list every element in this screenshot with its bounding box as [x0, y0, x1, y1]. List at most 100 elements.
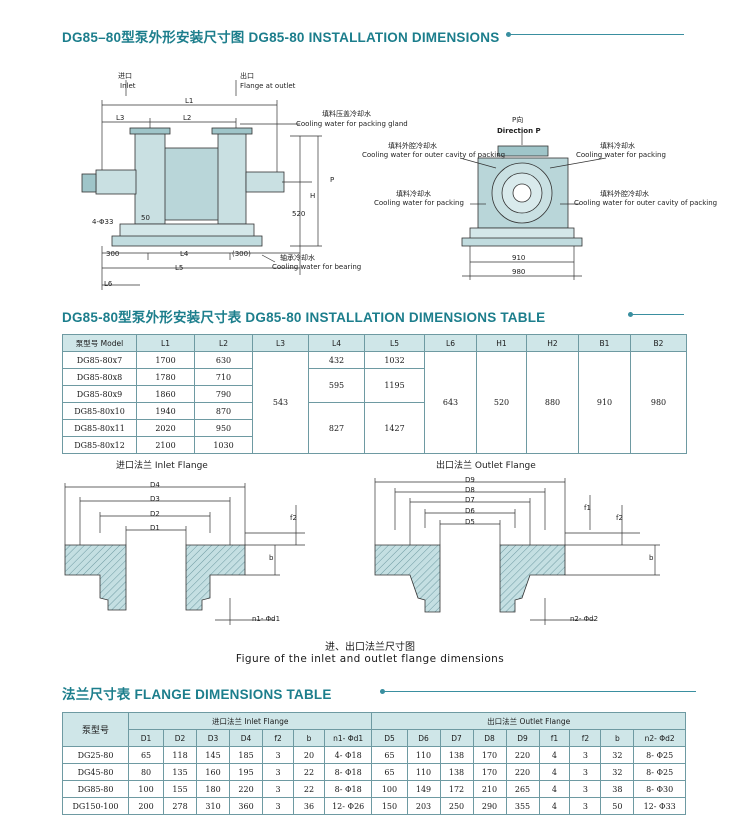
- cell-value: 110: [406, 763, 441, 781]
- col-L4: L4: [308, 334, 365, 352]
- table-row: DG85-80x8 1780 710 595 1195: [62, 368, 687, 403]
- flange-b-inlet: b: [269, 554, 274, 562]
- cell-model: DG45-80: [62, 763, 129, 781]
- section-rule-3: [380, 689, 696, 694]
- cell-value: 4: [538, 746, 571, 764]
- cell-value: 8- Φ25: [633, 746, 686, 764]
- col-H1: H1: [476, 334, 527, 352]
- cell-value: 4: [538, 797, 571, 815]
- cell-value: 200: [127, 797, 165, 815]
- cell-value: 3: [569, 763, 602, 781]
- flange-col-3: D4: [229, 729, 264, 747]
- cell-model: DG85-80x12: [62, 436, 137, 454]
- section-rule-2: [628, 312, 684, 317]
- cell-L3: 543: [252, 351, 309, 454]
- col-L5: L5: [364, 334, 425, 352]
- cell-value: 138: [439, 763, 474, 781]
- cell-value: 355: [505, 797, 540, 815]
- flange-col-1: D2: [163, 729, 198, 747]
- dim-300b: (300): [232, 250, 251, 258]
- cell-value: 65: [371, 763, 408, 781]
- col-L6: L6: [424, 334, 477, 352]
- dim-holes: 4-Φ33: [92, 218, 114, 226]
- cell-model: DG85-80x7: [62, 351, 137, 369]
- flange-col-4: f2: [262, 729, 294, 747]
- col-pump-model: 泵型号: [62, 712, 129, 747]
- cell-model: DG85-80: [62, 780, 129, 798]
- flange-holes-inlet: n1- Φd1: [252, 615, 281, 623]
- cell-value: 3: [262, 797, 294, 815]
- table-row: DG85-80x7 1700 630 543 432 1032 643 520 …: [62, 351, 687, 454]
- cell-B2: 980: [630, 351, 687, 454]
- table-row: DG85-80x9 1860 790: [62, 385, 687, 403]
- flange-D9: D9: [465, 476, 475, 484]
- cell-L5: 1195: [364, 368, 425, 403]
- inlet-nozzle: [134, 131, 166, 225]
- flange-D3: D3: [150, 495, 160, 503]
- cell-value: 38: [600, 780, 635, 798]
- pump-end-view-drawing: [459, 130, 607, 280]
- cell-L2: 1030: [194, 436, 253, 454]
- dim-910: 910: [512, 254, 526, 262]
- cell-value: 22: [293, 763, 325, 781]
- inlet-flange-section-right: [185, 544, 246, 611]
- dim-P: P: [330, 176, 335, 184]
- flange-drawings: [64, 478, 660, 625]
- cell-value: 135: [163, 763, 198, 781]
- packing-gland-en: Cooling water for packing gland: [296, 120, 408, 128]
- cell-value: 100: [127, 780, 165, 798]
- direction-cn: P向: [512, 116, 524, 124]
- cell-value: 4: [538, 763, 571, 781]
- cell-L1: 2020: [136, 419, 195, 437]
- cell-value: 170: [472, 763, 507, 781]
- cell-value: 32: [600, 763, 635, 781]
- flange-col-12: f1: [538, 729, 571, 747]
- cell-value: 360: [229, 797, 264, 815]
- cell-model: DG85-80x11: [62, 419, 137, 437]
- cell-value: 180: [196, 780, 231, 798]
- cell-value: 170: [472, 746, 507, 764]
- cell-value: 3: [262, 746, 294, 764]
- cell-L1: 1700: [136, 351, 195, 369]
- end-top-flange: [497, 145, 549, 157]
- cell-value: 3: [262, 763, 294, 781]
- flange-f1-outlet: f1: [584, 504, 591, 512]
- outlet-flange-section-right: [499, 544, 566, 613]
- cell-value: 8- Φ25: [633, 763, 686, 781]
- inlet-label-en: Inlet: [120, 82, 136, 90]
- flange-b-outlet: b: [649, 554, 654, 562]
- col-model: 泵型号 Model: [62, 334, 137, 352]
- inlet-label-cn: 进口: [118, 72, 132, 80]
- cell-value: 220: [505, 763, 540, 781]
- cell-value: 172: [439, 780, 474, 798]
- cell-value: 3: [569, 797, 602, 815]
- cell-value: 220: [229, 780, 264, 798]
- bearing-en: Cooling water for bearing: [272, 263, 362, 271]
- bearing-cn: 轴承冷却水: [280, 254, 315, 262]
- cell-value: 80: [127, 763, 165, 781]
- flange-col-2: D3: [196, 729, 231, 747]
- install-header-row: 泵型号 Model L1 L2 L3 L4 L5 L6 H1 H2 B1 B2: [62, 334, 687, 352]
- pump-side-view-drawing: [81, 80, 322, 290]
- cell-value: 203: [406, 797, 441, 815]
- cell-value: 210: [472, 780, 507, 798]
- flange-caption-cn: 进、出口法兰尺寸图: [325, 642, 415, 653]
- cell-L2: 870: [194, 402, 253, 420]
- flange-dimensions-table: 泵型号 进口法兰 Inlet Flange 出口法兰 Outlet Flange…: [62, 712, 686, 815]
- flange-col-11: D9: [505, 729, 540, 747]
- col-L1: L1: [136, 334, 195, 352]
- cell-value: 3: [569, 746, 602, 764]
- packing-left-en: Cooling water for packing: [374, 199, 464, 207]
- packing-right-cn: 填料冷却水: [600, 142, 635, 150]
- cell-model: DG85-80x8: [62, 368, 137, 386]
- cell-L2: 710: [194, 368, 253, 386]
- flange-D6: D6: [465, 507, 475, 515]
- cell-value: 32: [600, 746, 635, 764]
- end-feet: [461, 237, 583, 247]
- flange-D7: D7: [465, 496, 475, 504]
- cell-value: 3: [262, 780, 294, 798]
- cell-L4: 432: [308, 351, 365, 369]
